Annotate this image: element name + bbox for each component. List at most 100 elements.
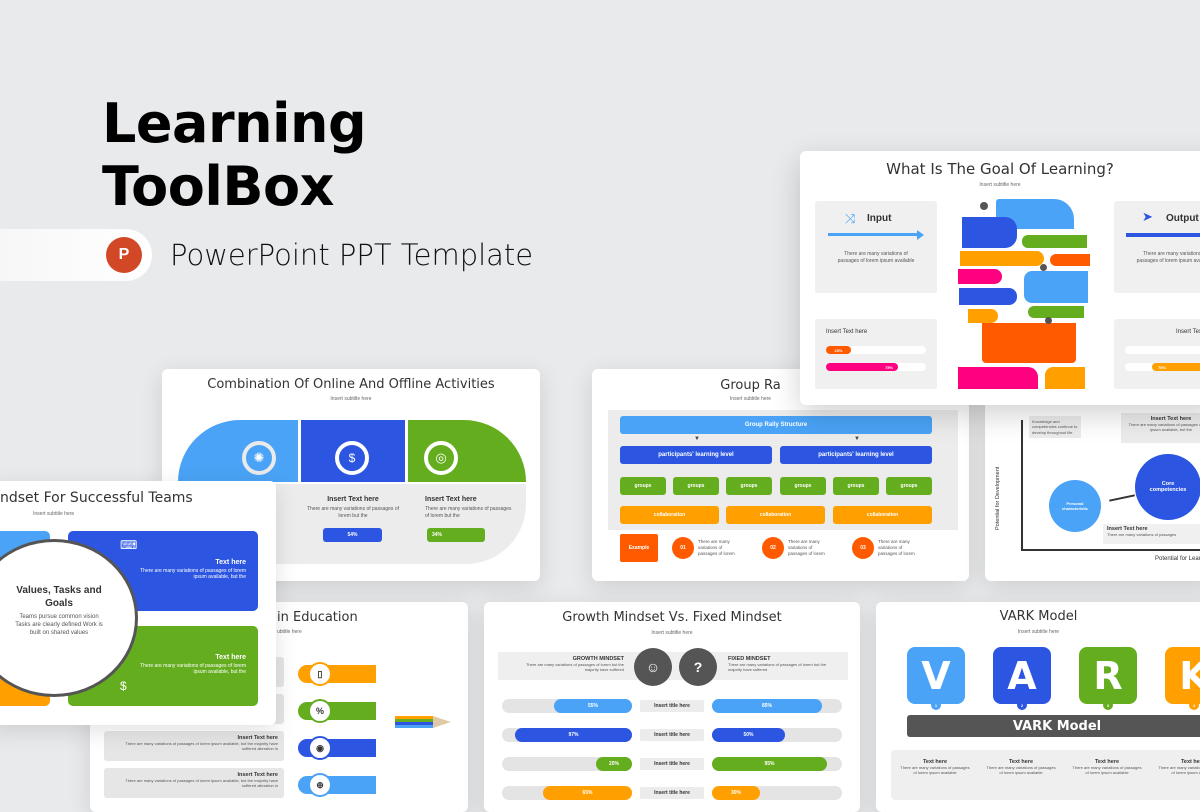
x-axis-label: Potential for Lear: [1155, 556, 1200, 562]
left-progress-card: Insert Text here 23% 75%: [815, 319, 937, 389]
rally-group: groups: [886, 477, 932, 495]
growth-mindset-text: GROWTH MINDSET There are many variations…: [525, 656, 624, 673]
right-progress-card: Insert Text here 76%: [1114, 319, 1200, 389]
progress-bar: 76%: [1152, 363, 1200, 371]
vark-letter-k: K: [1165, 647, 1200, 704]
panel-text-2: Insert Text here There are many variatio…: [307, 496, 399, 519]
slide-title: Combination Of Online And Offline Activi…: [207, 377, 495, 392]
input-card: ⤨ Input There are many variations of pas…: [815, 201, 937, 293]
progress-bar: 75%: [826, 363, 898, 371]
slide-title: Group Ra: [720, 378, 781, 393]
bar-track: [826, 346, 926, 354]
slide-subtitle: Insert subtitle here: [651, 630, 693, 636]
growth-bar: 65%: [543, 786, 632, 800]
rally-group: groups: [726, 477, 772, 495]
slide-title: VARK Model: [999, 609, 1078, 624]
vark-items-bg: [891, 750, 1200, 800]
pencil-stripe: [395, 722, 433, 725]
fixed-bar: 30%: [712, 786, 760, 800]
step-number: 02: [762, 537, 784, 559]
hero-title-line1: Learning: [102, 92, 367, 155]
slide-vark[interactable]: VARK Model Insert subtitle here V 1 A 2 …: [876, 602, 1200, 812]
step-number: 01: [672, 537, 694, 559]
bar-track: [1125, 346, 1200, 354]
click-icon: ◉: [308, 736, 332, 760]
center-circle: Values, Tasks and Goals Teams pursue com…: [0, 539, 138, 697]
hand-money-icon: $: [120, 679, 127, 693]
rally-group: groups: [673, 477, 719, 495]
arrow: [1109, 494, 1135, 502]
vark-num: 2: [1017, 700, 1027, 710]
step-text: There are many variations of passages of…: [698, 539, 735, 557]
vark-item: Text here There are many variations of p…: [1158, 759, 1200, 776]
rally-level-2: participants' learning level: [780, 446, 932, 464]
money-bag-icon: $: [335, 441, 369, 475]
core-circle: Core competencies: [1135, 454, 1200, 520]
step-text: There are many variations of passages of…: [878, 539, 915, 557]
slide-subtitle: Insert subtitle here: [1017, 629, 1060, 635]
slide-competencies[interactable]: Knowledge and competencies continue to d…: [985, 380, 1200, 581]
row-label: Insert title here: [640, 787, 704, 799]
output-text: There are many variations of passages of…: [1136, 251, 1200, 264]
powerpoint-icon: P: [106, 237, 142, 273]
text-box: Insert Text here There are many variatio…: [104, 768, 284, 798]
head-question-icon: ?: [679, 648, 717, 686]
note-bubble: Knowledge and competencies continue to d…: [1029, 416, 1081, 439]
arrow-down-icon: ▼: [854, 436, 860, 442]
pencil-stripe: [395, 719, 433, 722]
panel-text-3: Insert Text here There are many variatio…: [425, 496, 512, 519]
arrow-head: [917, 230, 924, 240]
growth-bar: 97%: [515, 728, 632, 742]
slide-subtitle: Insert subtitle here: [729, 396, 772, 402]
rally-collab: collaboration: [620, 506, 719, 524]
row-label: Insert title here: [640, 729, 704, 741]
slide-group-rally[interactable]: Group Ra Insert subtitle here Group Rall…: [592, 369, 969, 581]
fixed-bar: 95%: [712, 757, 827, 771]
card-label: Insert Text here: [826, 329, 868, 335]
fixed-bar: 85%: [712, 699, 822, 713]
slide-title: ndset For Successful Teams: [0, 490, 193, 506]
pencil-stripe: [395, 716, 433, 719]
pencil-stripe: [395, 725, 433, 728]
vark-item: Text here There are many variations of p…: [900, 759, 970, 776]
rally-group: groups: [620, 477, 666, 495]
example-box: Example: [620, 534, 658, 562]
globe-icon: ⊕: [308, 773, 332, 797]
y-axis-label: Potential for Development: [995, 466, 1001, 530]
y-axis: [1021, 420, 1023, 550]
phone-icon: ▯: [308, 662, 332, 686]
bottom-text-box: Insert Text here There are many variatio…: [1103, 524, 1200, 544]
text-box: Insert Text here There are many variatio…: [104, 731, 284, 761]
rally-collab: collaboration: [833, 506, 932, 524]
slide-goal-of-learning[interactable]: What Is The Goal Of Learning? Insert sub…: [800, 151, 1200, 405]
slide-subtitle: Insert subtitle here: [979, 182, 1021, 188]
panel-online-top: [178, 420, 298, 482]
vark-item: Text here There are many variations of p…: [1072, 759, 1142, 776]
input-text: There are many variations of passages of…: [837, 251, 915, 264]
vark-letter-a: A: [993, 647, 1051, 704]
slide-subtitle: ubtitle here: [277, 629, 302, 635]
x-axis: [1021, 549, 1200, 551]
panel-value-2: 54%: [323, 528, 382, 542]
step-text: There are many variations of passages of…: [788, 539, 825, 557]
hero-subtitle: PowerPoint PPT Template: [170, 238, 534, 272]
row-label: Insert title here: [640, 700, 704, 712]
pencil-tip: [433, 716, 451, 728]
hero-title-line2: ToolBox: [102, 155, 334, 218]
slide-mindset[interactable]: Growth Mindset Vs. Fixed Mindset Insert …: [484, 602, 860, 812]
slide-teams[interactable]: ndset For Successful Teams Insert subtit…: [0, 481, 276, 725]
shuffle-icon: ⤨: [845, 211, 856, 226]
input-arrow: [828, 233, 920, 236]
rally-group: groups: [780, 477, 826, 495]
growth-bar: 20%: [596, 757, 632, 771]
vark-num: 3: [1103, 700, 1113, 710]
rally-group: groups: [833, 477, 879, 495]
card-label: Insert Text here: [1176, 329, 1200, 335]
slide-title: What Is The Goal Of Learning?: [886, 160, 1114, 178]
slide-title: Growth Mindset Vs. Fixed Mindset: [562, 610, 782, 625]
rally-collab: collaboration: [726, 506, 825, 524]
target-icon: ◎: [424, 441, 458, 475]
brain-icon: ✺: [242, 441, 276, 475]
slide-subtitle: Insert subtitle here: [33, 511, 75, 517]
fixed-bar: 50%: [712, 728, 785, 742]
